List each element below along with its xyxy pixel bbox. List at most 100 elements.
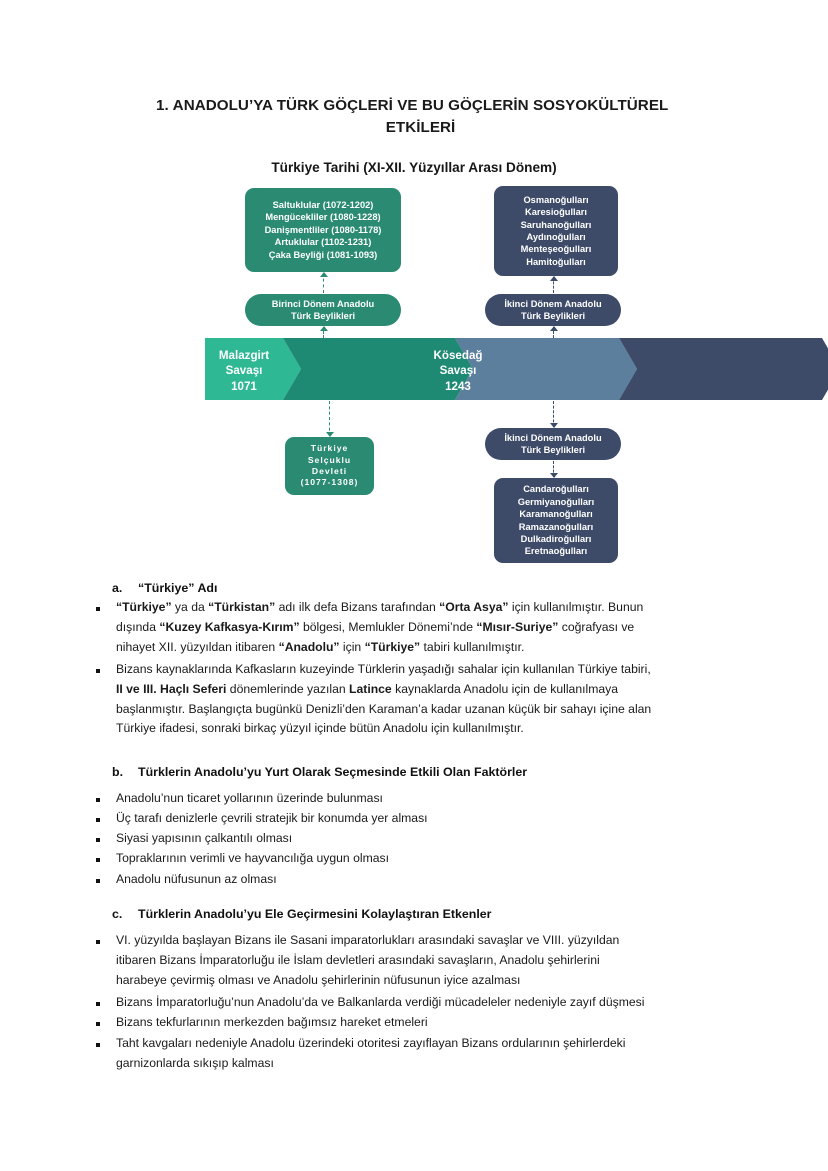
connector-line <box>553 327 554 338</box>
second-period-label-top-box: İkinci Dönem Anadolu Türk Beylikleri <box>485 294 621 326</box>
band-segment-second-period <box>619 338 828 400</box>
second-period-label-line2: Türk Beylikleri <box>520 445 586 455</box>
band-label-line2: Savaşı <box>439 364 477 378</box>
second-period-beylik-item: Karamanoğulları <box>519 509 593 520</box>
section-heading-a-text: “Türkiye” Adı <box>138 581 218 595</box>
paragraph-line: Bizans kaynaklarında Kafkasların kuzeyin… <box>116 662 651 676</box>
bullet-marker <box>96 1002 100 1006</box>
page-title-number: 1. <box>156 97 169 114</box>
arrow-head-icon <box>549 473 558 478</box>
paragraph-line: “Türkiye” ya da “Türkistan” adı ilk defa… <box>116 600 644 614</box>
connector-line <box>553 277 554 293</box>
connector-second-label-bottom-to-list <box>549 461 558 478</box>
band-label-line3: 1071 <box>231 379 257 393</box>
arrow-head-icon <box>319 326 328 331</box>
band-segment-first-period <box>283 338 473 400</box>
arrow-head-icon <box>549 326 558 331</box>
page-title-text: ANADOLU’YA TÜRK GÖÇLERİ VE BU GÖÇLERİN S… <box>172 97 669 136</box>
second-period-label-line1: İkinci Dönem Anadolu <box>504 298 602 309</box>
section-heading-c: c. Türklerin Anadolu’yu Ele Geçirmesini K… <box>112 907 491 921</box>
section-letter-c: c. <box>112 907 123 921</box>
tsd-line4: (1077-1308) <box>300 477 359 488</box>
section-letter-b: b. <box>112 765 124 779</box>
arrow-head-icon <box>549 423 558 428</box>
first-period-label-line1: Birinci Dönem Anadolu <box>271 298 375 309</box>
band-label-malazgirt: Malazgirt Savaşı 1071 <box>205 348 283 394</box>
connector-line <box>323 273 324 293</box>
arrow-head-icon <box>319 272 328 277</box>
second-period-beylik-item: Hamitoğulları <box>526 256 586 267</box>
bullet-marker <box>96 669 100 673</box>
band-label-line2: Savaşı <box>225 364 263 378</box>
first-period-beylik-item: Çaka Beyliği (1081-1093) <box>268 249 378 260</box>
bullet-marker <box>96 1022 100 1026</box>
arrow-head-icon <box>325 432 334 437</box>
second-period-beylik-item: Ramazanoğulları <box>518 521 594 532</box>
second-period-beylik-item: Germiyanoğulları <box>517 496 595 507</box>
second-period-beyliks-top-box: Osmanoğulları Karesioğulları Saruhanoğul… <box>494 186 618 276</box>
connector-band-to-second-label-top <box>549 326 558 338</box>
bullet-marker <box>96 879 100 883</box>
second-period-beylik-item: Candaroğulları <box>523 484 589 495</box>
diagram-title: Türkiye Tarihi (XI-XII. Yüzyıllar Arası … <box>271 160 557 175</box>
paragraph-line: VI. yüzyılda başlayan Bizans ile Sasani … <box>116 933 620 947</box>
paragraph-line: başlanmıştır. Başlangıçta bugünkü Denizl… <box>116 701 652 716</box>
first-period-label-line2: Türk Beylikleri <box>290 311 356 321</box>
connector-line <box>329 401 330 436</box>
paragraph-a-1: “Türkiye” ya da “Türkistan” adı ilk defa… <box>116 598 740 657</box>
connector-band-to-first-label <box>319 326 328 338</box>
timeline-diagram: Saltuklular (1072-1202) Mengücekliler (1… <box>0 0 828 580</box>
band-label-kosedag: Kösedağ Savaşı 1243 <box>408 348 508 394</box>
list-item: Bizans tekfurlarının merkezden bağımsız … <box>116 1015 428 1029</box>
band-label-line1: Kösedağ <box>433 349 483 362</box>
first-period-beylik-item: Saltuklular (1072-1202) <box>272 200 374 211</box>
paragraph-a-2: Bizans kaynaklarında Kafkasların kuzeyin… <box>116 660 740 739</box>
first-period-beyliks-box: Saltuklular (1072-1202) Mengücekliler (1… <box>245 188 401 272</box>
paragraph-line: harabeye çevirmiş olması ve Anadolu şehi… <box>116 972 521 987</box>
bullet-marker <box>96 858 100 862</box>
tsd-line1: Türkiye <box>310 443 349 454</box>
bullet-marker <box>96 818 100 822</box>
second-period-beylik-item: Dulkadiroğulları <box>520 533 592 544</box>
first-period-beylik-item: Danişmentliler (1080-1178) <box>264 224 382 235</box>
second-period-beylik-item: Aydınoğulları <box>526 232 586 242</box>
section-heading-a: a. “Türkiye” Adı <box>112 581 217 595</box>
bullet-marker <box>96 798 100 802</box>
second-period-label-bottom-box: İkinci Dönem Anadolu Türk Beylikleri <box>485 428 621 460</box>
section-heading-b-text: Türklerin Anadolu’yu Yurt Olarak Seçmesi… <box>138 765 528 779</box>
first-period-beylik-item: Mengücekliler (1080-1228) <box>265 212 381 223</box>
paragraph-line: dışında “Kuzey Kafkasya-Kırım” bölgesi, … <box>116 619 635 634</box>
section-heading-c-text: Türklerin Anadolu’yu Ele Geçirmesini Kol… <box>138 907 492 921</box>
connector-second-label-to-list-top <box>549 276 558 293</box>
turkiye-selcuklu-devleti-box: Türkiye Selçuklu Devleti (1077-1308) <box>285 437 374 495</box>
paragraph-line: Taht kavgaları nedeniyle Anadolu üzerind… <box>116 1036 626 1050</box>
connector-first-label-to-list <box>319 272 328 293</box>
connector-band-to-turkiye-selcuklu <box>325 401 334 437</box>
arrow-head-icon <box>549 276 558 281</box>
bullet-marker <box>96 838 100 842</box>
band-label-line3: 1243 <box>445 379 471 393</box>
section-letter-a: a. <box>112 581 123 595</box>
second-period-label-line1: İkinci Dönem Anadolu <box>504 432 602 443</box>
paragraph-line: nihayet XII. yüzyıldan itibaren “Anadolu… <box>116 639 525 654</box>
connector-line <box>553 401 554 427</box>
list-item-c-1: VI. yüzyılda başlayan Bizans ile Sasani … <box>116 931 740 990</box>
bullet-marker <box>96 940 100 944</box>
second-period-beylik-item: Osmanoğulları <box>523 194 589 205</box>
timeline-band <box>205 338 828 400</box>
first-period-label-box: Birinci Dönem Anadolu Türk Beylikleri <box>245 294 401 326</box>
list-item: Topraklarının verimli ve hayvancılığa uy… <box>116 851 389 865</box>
section-heading-b: b. Türklerin Anadolu’yu Yurt Olarak Seçme… <box>112 765 527 779</box>
paragraph-line: II ve III. Haçlı Seferi dönemlerinde yaz… <box>116 681 619 696</box>
band-segment-kosedag <box>455 338 637 400</box>
bullet-marker <box>96 607 100 611</box>
list-item: Üç tarafı denizlerle çevrili stratejik b… <box>116 811 428 825</box>
second-period-beylik-item: Karesioğulları <box>524 207 587 218</box>
second-period-beylik-item: Saruhanoğulları <box>520 219 592 230</box>
second-period-beylik-item: Eretnaoğulları <box>524 546 588 557</box>
page-title: 1. ANADOLU’YA TÜRK GÖÇLERİ VE BU GÖÇLERİ… <box>148 95 693 138</box>
list-item-c-4: Taht kavgaları nedeniyle Anadolu üzerind… <box>116 1034 740 1074</box>
paragraph-line: garnizonlarda sıkışıp kalması <box>116 1055 274 1070</box>
connector-line <box>323 327 324 338</box>
